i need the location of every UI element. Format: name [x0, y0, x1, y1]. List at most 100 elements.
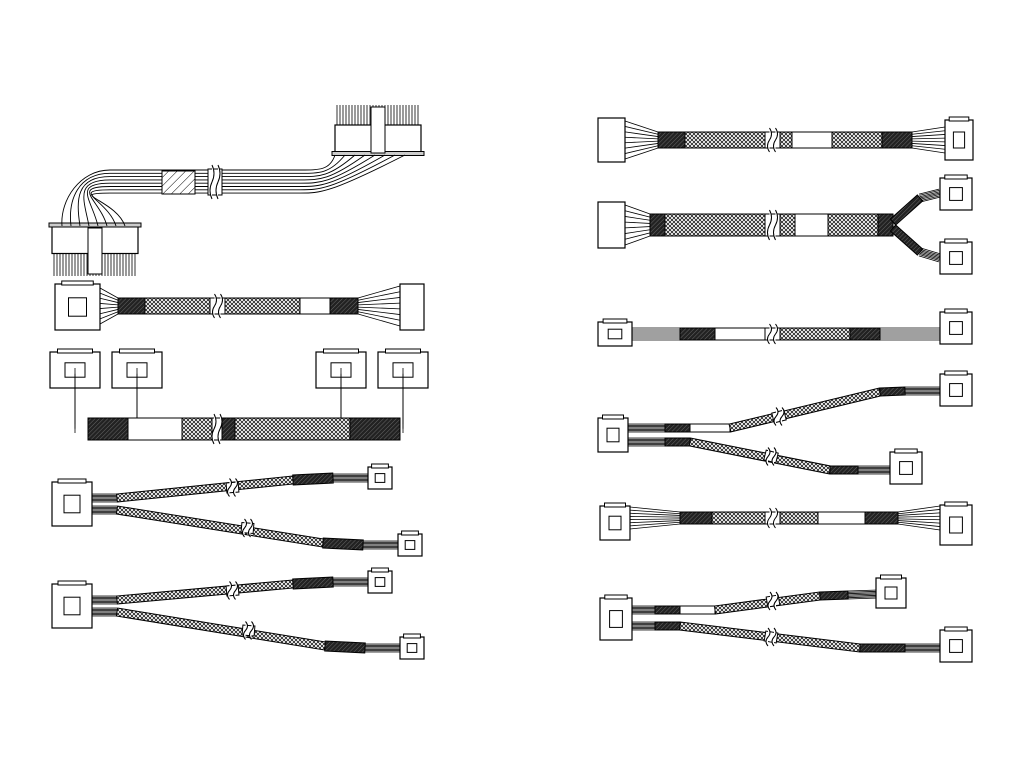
sleeve-dark: [889, 224, 924, 256]
connector-latch: [404, 540, 416, 550]
cable-break-icon: [767, 323, 772, 345]
sleeve-white: [714, 327, 766, 341]
sleeve-white: [794, 213, 829, 237]
wire: [61, 154, 336, 227]
cable-break-icon: [773, 507, 778, 529]
wire: [629, 512, 681, 516]
wire: [357, 291, 401, 301]
sleeve-dark: [819, 590, 849, 601]
slimline-connector-icon: [599, 502, 631, 541]
wire: [897, 521, 941, 527]
sleeve-mesh: [664, 213, 766, 237]
sleeve-dark: [292, 576, 334, 590]
sleeve-mesh: [779, 511, 819, 525]
wire: [918, 255, 939, 263]
wire: [911, 140, 946, 143]
wire: [897, 515, 941, 518]
wire: [624, 147, 659, 160]
cable-break-icon: [243, 621, 248, 640]
connector-latch: [949, 187, 963, 201]
wire: [919, 190, 940, 196]
wire: [847, 593, 879, 596]
cable-break-icon: [248, 518, 253, 538]
straight-cable: [54, 280, 425, 331]
wire: [99, 306, 119, 309]
sleeve-dark: [654, 621, 681, 631]
wire: [90, 154, 396, 227]
wire: [911, 130, 946, 135]
wire: [624, 210, 651, 218]
connector-latch: [63, 596, 81, 616]
wire: [629, 521, 681, 527]
minisas-connector-icon: [367, 567, 393, 594]
sleeve-mesh: [144, 297, 211, 315]
wire: [624, 216, 651, 221]
y-cable: [599, 574, 973, 663]
power-cable: [48, 105, 425, 276]
wire: [624, 120, 659, 133]
slimline-connector-icon: [54, 280, 101, 331]
wire: [897, 509, 941, 515]
sleeve-dark: [879, 386, 906, 397]
connector-tab: [944, 626, 968, 632]
cable-break-icon: [218, 293, 223, 319]
connector-latch: [949, 639, 963, 653]
connector-latch: [609, 610, 623, 628]
connector-body: [399, 283, 425, 331]
wire: [629, 516, 681, 518]
sleeve-mesh: [115, 607, 327, 651]
slimline-connector-icon: [939, 626, 973, 663]
connector-latch: [952, 131, 966, 149]
connector-latch: [608, 515, 622, 531]
wire: [357, 313, 401, 327]
wire: [919, 251, 941, 259]
cable-break-icon: [212, 293, 217, 319]
y-cable: [51, 567, 425, 660]
wire: [624, 131, 659, 137]
wire: [897, 518, 941, 521]
wire: [897, 520, 941, 524]
cable-break-icon: [233, 478, 238, 497]
wire: [629, 518, 681, 520]
sleeve-mesh: [224, 297, 301, 315]
connector-tab: [371, 567, 389, 573]
power-connector-icon: [48, 222, 142, 276]
cable-break-icon: [215, 164, 221, 200]
sleeve-dark: [881, 131, 913, 149]
connector-tab: [602, 318, 628, 324]
cable-break-icon: [773, 209, 778, 241]
wire: [897, 523, 941, 531]
sleeve-dark: [649, 213, 666, 237]
wire: [629, 509, 681, 515]
sleeve-mesh: [115, 505, 325, 548]
sleeve-dark: [221, 417, 236, 441]
cable-break-icon: [227, 581, 232, 600]
connector-latch: [884, 586, 898, 600]
wire: [624, 126, 659, 135]
wire: [357, 306, 401, 310]
wire: [357, 285, 401, 299]
connector-latch: [949, 516, 963, 534]
sleeve-dark: [322, 537, 364, 551]
sleeve-dark: [664, 423, 691, 433]
connector-body: [597, 201, 626, 249]
sleeve-mesh: [728, 387, 882, 433]
cable-break-icon: [242, 518, 247, 538]
sleeve-dark: [679, 511, 713, 525]
cable-break-icon: [767, 507, 772, 529]
connector-tab: [604, 502, 626, 508]
connector-latch: [370, 106, 386, 154]
wire: [83, 154, 366, 227]
straight-cable: [597, 116, 974, 163]
wire: [624, 221, 651, 224]
wire: [357, 297, 401, 303]
power-connector-icon: [331, 105, 425, 156]
wire: [624, 140, 659, 144]
sleeve-dark: [329, 297, 359, 315]
connector-tab: [371, 463, 389, 469]
connector-tab: [57, 580, 87, 586]
sleeve-white: [689, 423, 731, 433]
y-cable: [597, 370, 973, 485]
cable-break-icon: [209, 164, 215, 200]
connector-latch: [68, 297, 87, 317]
